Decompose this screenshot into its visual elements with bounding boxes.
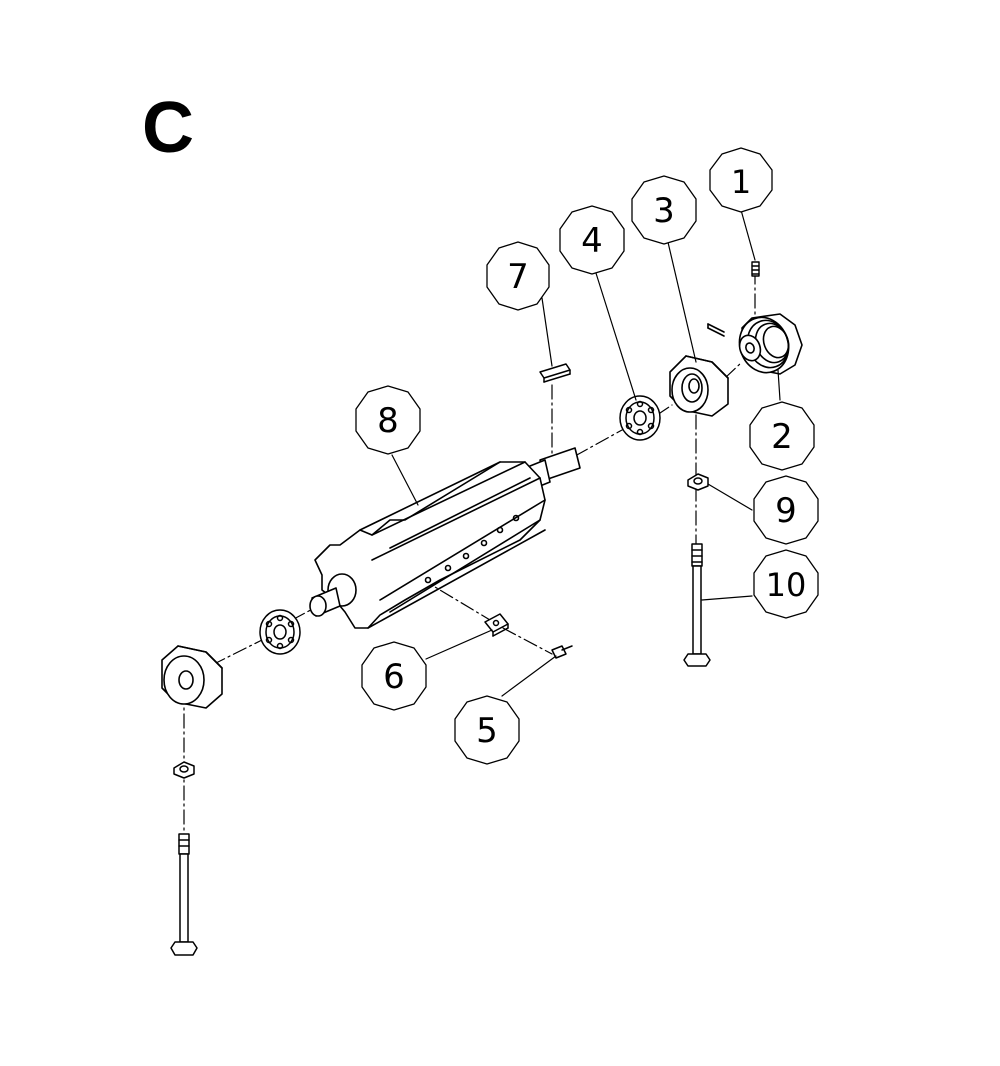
- bearing-left: [259, 609, 301, 655]
- leader-lines: [391, 209, 781, 697]
- callout-8: 8: [355, 385, 421, 455]
- washer-left: [173, 761, 195, 779]
- svg-text:3: 3: [653, 191, 675, 231]
- callout-5: 5: [454, 695, 520, 765]
- bearing-right: [619, 395, 661, 441]
- svg-text:7: 7: [507, 257, 529, 297]
- knife-screw: [551, 645, 573, 659]
- key: [539, 363, 571, 383]
- callout-4: 4: [559, 205, 625, 275]
- svg-text:9: 9: [775, 491, 797, 531]
- callout-3: 3: [631, 175, 697, 245]
- pulley: [707, 313, 803, 375]
- bolt-left: [170, 833, 198, 956]
- svg-text:1: 1: [731, 163, 751, 201]
- svg-text:10: 10: [766, 566, 807, 604]
- washer-right: [687, 473, 709, 491]
- svg-text:2: 2: [771, 417, 793, 457]
- bolt-right: [683, 543, 711, 667]
- callouts: 1 2 3 4 5 6 7 8: [355, 147, 819, 765]
- svg-text:4: 4: [581, 221, 603, 261]
- knife-gib: [484, 613, 509, 637]
- callout-10: 10: [753, 549, 819, 619]
- callout-2: 2: [749, 401, 815, 471]
- bearing-block-left: [161, 645, 223, 709]
- cutterhead: [309, 447, 581, 629]
- bearing-block-right: [669, 355, 729, 417]
- svg-text:6: 6: [383, 657, 405, 697]
- callout-6: 6: [361, 641, 427, 711]
- callout-1: 1: [709, 147, 773, 213]
- set-screw: [751, 261, 760, 277]
- callout-7: 7: [486, 241, 550, 311]
- svg-text:5: 5: [476, 711, 498, 751]
- section-letter: C: [142, 88, 194, 168]
- callout-9: 9: [753, 475, 819, 545]
- svg-text:8: 8: [377, 401, 399, 441]
